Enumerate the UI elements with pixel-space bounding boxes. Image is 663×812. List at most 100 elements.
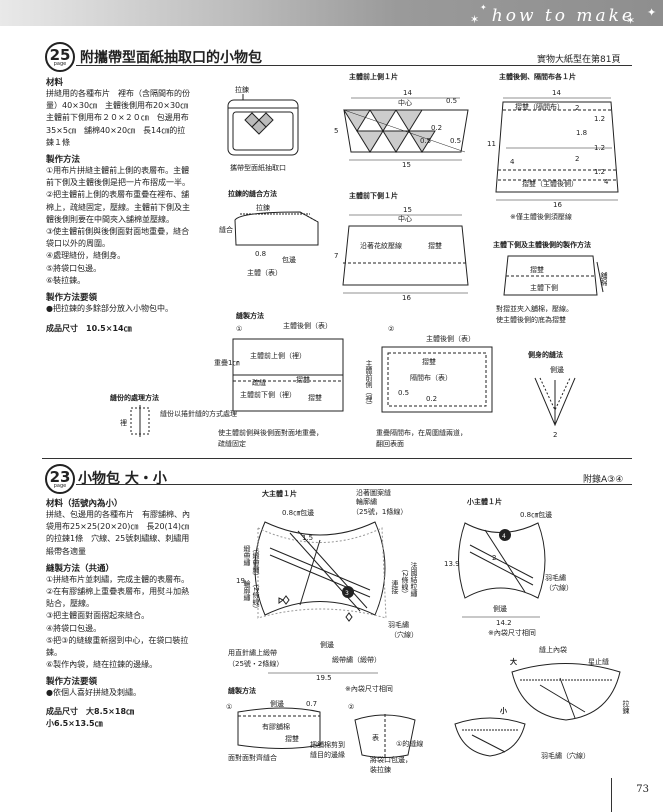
binding-small: 0.8㎝包邊 xyxy=(520,510,552,519)
divider-outer: 隔間布（表） xyxy=(410,373,452,382)
dim: 15 xyxy=(402,161,411,169)
star-icon: ✦ xyxy=(647,6,657,19)
svg-text:3: 3 xyxy=(345,590,349,597)
points-text: ●把拉鍊的多餘部分放入小物包中。 xyxy=(46,304,173,314)
dim: 1.5 xyxy=(302,534,313,542)
finished-size-23: 成品尺寸 大8.5×18㎝ xyxy=(46,706,135,716)
seam-lining: 裡 xyxy=(120,418,127,427)
dim: 5 xyxy=(334,127,338,135)
section-title-23: 小物包 大・小 xyxy=(78,471,167,487)
topstitch-label: 沿著花紋壓線 xyxy=(360,241,402,250)
gusset-heading: 側身的縫法 xyxy=(527,350,563,359)
dim: 2 xyxy=(492,554,496,562)
step-2-diagram xyxy=(381,346,493,413)
zip-sew-dim: 0.8 xyxy=(255,250,266,258)
method-note-1: 對摺並夾入舖棉，壓線。 xyxy=(496,304,573,313)
sew-inner: 縫上內袋 xyxy=(539,645,567,654)
back-title: 主體後側、隔間布各１片 xyxy=(499,72,576,81)
materials-text: 拼縫用的各種布片 裡布（含隔間布的份量）40×30㎝ 主體後側用布20×30㎝ … xyxy=(46,89,190,147)
outline-v-paren: （2條線） xyxy=(252,580,260,612)
dim: 2 xyxy=(575,155,579,163)
method-diagram xyxy=(503,255,604,296)
how-to-make-title: how to make xyxy=(491,6,635,26)
small-label: 小 xyxy=(499,706,507,715)
method-heading: 主體下側及主體後側的製作方法 xyxy=(493,240,591,249)
ribbon-emb-2: 緞帶繡（緞帶） xyxy=(332,655,381,664)
step-1-note-1: 使主體前側與後側面對面地重疊， xyxy=(218,428,323,437)
front-inner: 主體前側（裡） xyxy=(365,359,373,409)
dim: 2 xyxy=(575,104,579,112)
dim: 19.5 xyxy=(316,674,332,682)
front-side: 表 xyxy=(372,733,379,742)
points-text-23: ●依個人喜好拼縫及刺繡。 xyxy=(46,688,141,698)
materials-heading-23: 材料（括號內為小） xyxy=(46,499,123,509)
star-icon: ✶ xyxy=(626,14,636,27)
small-body-diagram: 4 xyxy=(458,522,546,599)
cut-batting-2: 縫目的邊緣 xyxy=(310,750,345,759)
dim: 1.8 xyxy=(576,129,587,137)
fig-caption: 攜帶型面紙抽取口 xyxy=(230,163,286,172)
dim: 13.9 xyxy=(444,560,460,568)
materials-heading: 材料 xyxy=(46,78,64,88)
zip-sew-heading: 拉鍊的縫合方法 xyxy=(228,189,277,198)
fold-label: 摺雙 xyxy=(428,241,442,250)
section-divider xyxy=(42,458,632,459)
finished-size-small: 小6.5×13.5㎝ xyxy=(46,718,103,728)
zipper-label: 拉鍊 xyxy=(622,699,630,715)
sew-heading-23: 縫製方法 xyxy=(228,686,256,695)
page-edge-rule xyxy=(611,778,612,812)
front-upper-inner: 主體前上側（裡） xyxy=(250,351,306,360)
dim: 14 xyxy=(552,89,561,97)
dim: 0.7 xyxy=(306,700,317,708)
dim: 1.2 xyxy=(594,115,605,123)
s25-text-column: 材料 拼縫用的各種布片 裡布（含隔間布的份量）40×30㎝ 主體後側用布20×3… xyxy=(46,76,216,335)
dim: 14.2 xyxy=(496,619,512,627)
big-body-title: 大主體１片 xyxy=(262,489,297,498)
sew-batting: 有膠舖棉 xyxy=(262,722,290,731)
star-stitch: 星止縫 xyxy=(588,657,609,666)
dim: 1.2 xyxy=(594,144,605,152)
materials-text-23: 拼縫、包邊用的各種布片 有膠舖棉、內袋用布25×25(20×20)㎝ 長20(1… xyxy=(46,510,190,556)
back-outer-2: 主體後側（表） xyxy=(426,334,475,343)
pattern-reference: 實物大紙型在第81頁 xyxy=(537,55,621,65)
dim: 0.5 xyxy=(420,137,431,145)
final-big xyxy=(511,663,621,721)
method-part: 主體下側 xyxy=(530,283,558,292)
step-2-note-1: 重疊隔間布，在周圍縫兩道， xyxy=(376,428,467,437)
section-rule xyxy=(76,65,632,66)
back-divider-fold: 摺雙（隔間布） xyxy=(515,102,564,111)
feather-small: 羽毛繡 xyxy=(545,573,566,582)
fig-zipper-label: 拉鍊 xyxy=(235,85,249,94)
center-label-2: 中心 xyxy=(398,214,412,223)
inner-same-note: ※內袋尺寸相同 xyxy=(345,684,393,693)
sew-side: 側邊 xyxy=(270,699,284,708)
steps-heading: 製作方法 xyxy=(46,155,81,166)
stitch-step-1: ①的縫線 xyxy=(396,739,423,748)
outline-embroidery: 沿著圖案縫 xyxy=(356,488,391,497)
front-upper-title: 主體前上側１片 xyxy=(349,72,398,81)
steps-text-23: ①拼縫布片並刺繡，完成主體的表層布。②在有膠舖棉上重疊表層布，用熨斗加熱 貼合，… xyxy=(46,574,190,670)
step-2-marker-23: ② xyxy=(348,703,354,711)
inner-same-small: ※內袋尺寸相同 xyxy=(488,628,536,637)
french-knot: 法國結粒繡 xyxy=(410,561,418,598)
seam-heading: 縫份的處理方法 xyxy=(110,393,159,402)
small-body-title: 小主體１片 xyxy=(466,497,502,506)
sew-fold: 摺雙 xyxy=(285,734,299,743)
points-heading: 製作方法要領 xyxy=(46,293,98,304)
dim: 4 xyxy=(604,178,609,186)
outline-embroidery-2: 輪廓繡 xyxy=(356,497,377,506)
feather-final: 羽毛繡（穴線） xyxy=(541,751,590,760)
header-band xyxy=(0,0,663,26)
dim: 0.5 xyxy=(446,97,457,105)
straight-stitch-thread: （25號・2條線） xyxy=(228,659,283,668)
baste-label: 疏縫 xyxy=(252,378,266,387)
big-body-diagram: 3 xyxy=(254,521,387,622)
step-2-note-2: 翻回表面 xyxy=(376,439,404,448)
step-1-marker: ① xyxy=(236,325,242,333)
outline-thread: （25號，1條線） xyxy=(352,507,407,516)
page-number: 73 xyxy=(636,784,649,795)
sew-step-1 xyxy=(237,707,321,749)
feather-label: 羽毛繡 xyxy=(388,620,409,629)
